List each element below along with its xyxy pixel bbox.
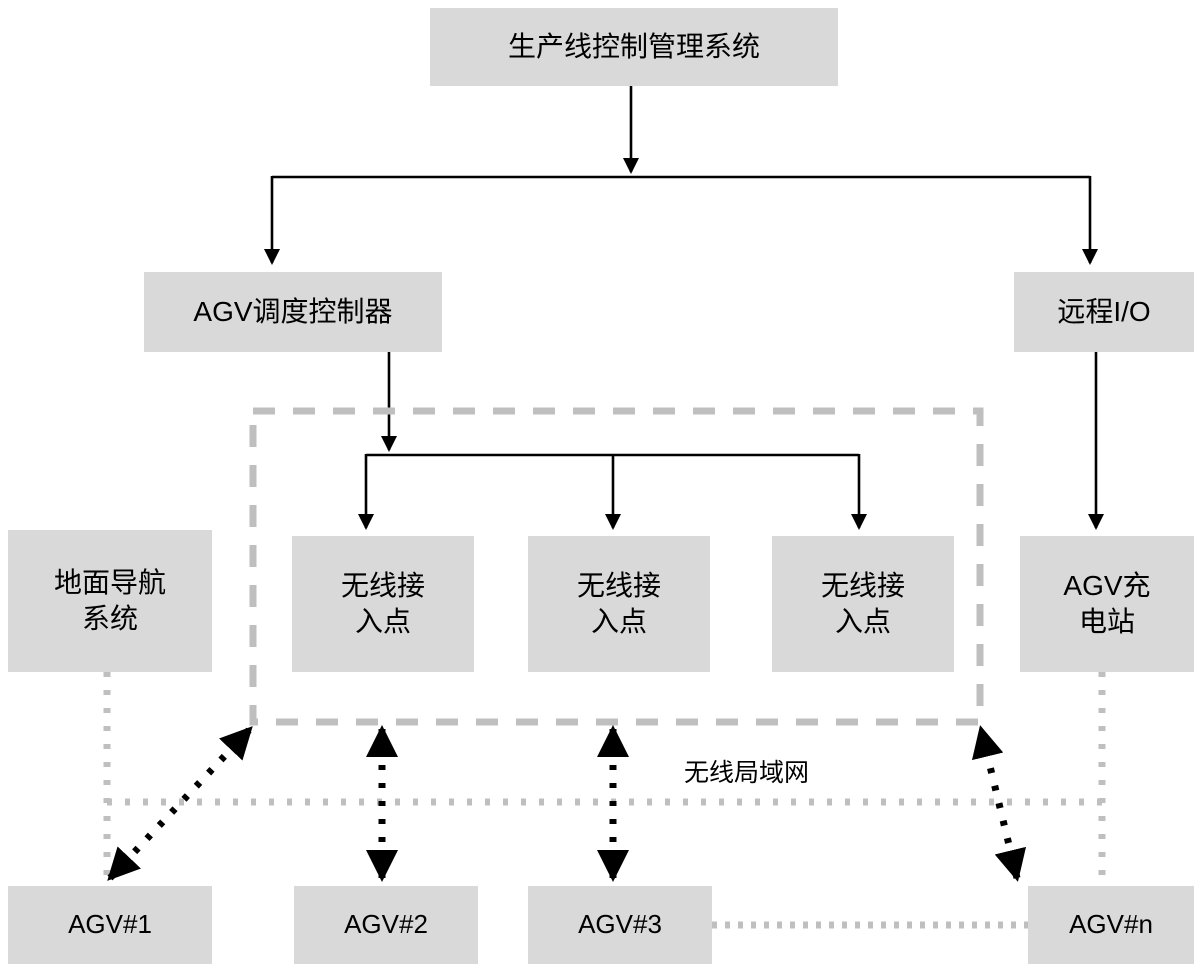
connector-level1-bus (263, 175, 1099, 266)
node-production-line-control-system[interactable]: 生产线控制管理系统 (430, 8, 838, 86)
node-label: 生产线控制管理系统 (507, 31, 760, 63)
node-label: AGV#2 (344, 909, 428, 940)
node-remote-io[interactable]: 远程I/O (1014, 272, 1194, 352)
node-agv-3[interactable]: AGV#3 (528, 886, 712, 964)
node-label: AGV#1 (68, 909, 152, 940)
node-label: AGV调度控制器 (193, 296, 393, 328)
node-agv-1[interactable]: AGV#1 (8, 886, 212, 964)
node-label: 地面导航 系统 (53, 567, 166, 634)
node-agv-dispatch-controller[interactable]: AGV调度控制器 (144, 272, 442, 352)
node-wireless-access-point-3[interactable]: 无线接 入点 (772, 536, 954, 672)
wlan-region-label: 无线局域网 (684, 759, 810, 787)
node-agv-2[interactable]: AGV#2 (294, 886, 478, 964)
link-agv1-wlan (107, 726, 253, 881)
node-ground-navigation-system[interactable]: 地面导航 系统 (8, 530, 212, 672)
node-label: 远程I/O (1057, 296, 1151, 328)
node-label: 无线接 入点 (820, 570, 905, 637)
connector-ap-bus (357, 453, 868, 531)
node-agv-charging-station[interactable]: AGV充 电站 (1020, 536, 1194, 672)
node-label: 无线接 入点 (340, 570, 425, 637)
node-wireless-access-point-1[interactable]: 无线接 入点 (292, 536, 474, 672)
node-label: 无线接 入点 (576, 570, 661, 637)
node-wireless-access-point-2[interactable]: 无线接 入点 (528, 536, 710, 672)
node-label: AGV#n (1069, 909, 1153, 940)
node-label: AGV#3 (578, 909, 662, 940)
link-agvn-wlan (971, 725, 1027, 882)
node-label: AGV充 电站 (1063, 570, 1151, 637)
node-agv-n[interactable]: AGV#n (1028, 886, 1194, 964)
